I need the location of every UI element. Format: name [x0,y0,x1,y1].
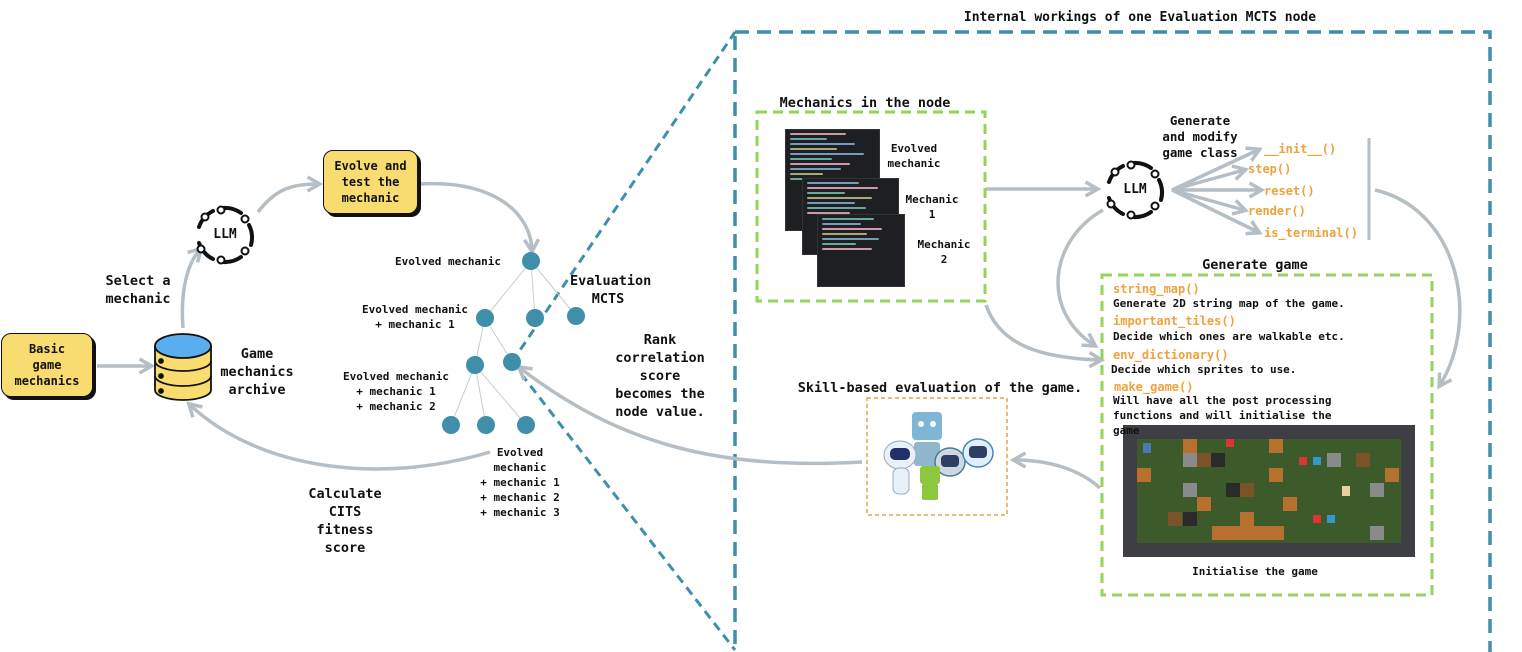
mechanic-label-evolved: Evolved mechanic [887,142,941,170]
method-step: step() [1248,162,1292,176]
skill-eval-title: Skill-based evaluation of the game. [797,380,1083,396]
tree-node [567,307,585,325]
fn-string-map: string_map() [1113,282,1200,296]
mechanic-label-1: Mechanic 1 [905,193,959,221]
flow-arrows [97,146,1462,490]
desc-make-game: Will have all the post processing functi… [1113,394,1332,437]
arrow-eval-to-node [515,364,863,466]
tree-node-root [522,252,540,270]
tree-label-root: Evolved mechanic [395,255,501,268]
generate-game-title: Generate game [1202,257,1308,273]
database-icon [154,333,212,401]
llm-label-panel: LLM [1123,182,1147,197]
tree-node [477,416,495,434]
tree-nodes [442,252,585,434]
desc-string-map: Generate 2D string map of the game. [1113,297,1345,310]
tree-label-level3: Evolved mechanic + mechanic 1 + mechanic… [480,446,560,519]
llm-icon [1106,160,1164,220]
tree-node-selected [503,353,521,371]
tree-node [466,356,484,374]
fn-make-game: make_game() [1114,380,1194,394]
tree-node [476,309,494,327]
mechanics-in-node-title: Mechanics in the node [779,95,951,111]
mechanics-box [755,110,987,303]
fitness-label: Calculate CITS fitness score [308,486,382,556]
arrow-archive-to-llm [180,246,204,329]
generate-class-label: Generate and modify game class [1162,113,1238,160]
method-init: __init__() [1264,142,1337,156]
desc-env-dictionary: Decide which sprites to use. [1111,363,1297,376]
arrow-game-to-eval [1009,451,1102,490]
llm-label: LLM [213,227,237,242]
generate-game-box [1100,273,1434,597]
fn-env-dictionary: env_dictionary() [1113,348,1229,362]
arrow-class-to-game [1374,188,1462,390]
zoom-connector-lines [510,31,737,651]
tree-node [517,416,535,434]
code-screenshot-mechanic-2 [817,214,905,287]
tree-label-level1: Evolved mechanic + mechanic 1 [362,303,468,331]
arrow-mechanics-to-game [984,304,1106,369]
select-mechanic-label: Select a mechanic [105,273,171,307]
initialise-game-label: Initialise the game [1192,565,1318,578]
skill-eval-box [866,397,1008,516]
basic-game-mechanics-box: Basic game mechanics [1,333,93,397]
mcts-node-panel [733,30,1492,652]
robots-icon [883,412,994,500]
desc-important-tiles: Decide which ones are walkable etc. [1113,330,1345,343]
arrow-llm-to-game [1056,208,1104,348]
arrow-llm-to-evolve [256,175,324,214]
llm-icon [196,205,254,265]
arrow-fitness-to-archive [186,401,491,471]
panel-title: Internal workings of one Evaluation MCTS… [963,10,1317,25]
arrow-evolve-to-tree [419,181,541,256]
mechanic-label-2: Mechanic 2 [917,238,971,266]
fn-important-tiles: important_tiles() [1113,314,1236,328]
tree-edges [450,260,577,426]
rank-correlation-label: Rank correlation score becomes the node … [615,332,705,420]
archive-label: Game mechanics archive [220,346,294,398]
method-is-terminal: is_terminal() [1264,226,1358,240]
method-render: render() [1248,204,1306,218]
game-screenshot [1123,425,1415,557]
tree-label-level2: Evolved mechanic + mechanic 1 + mechanic… [343,370,449,413]
tree-node [442,416,460,434]
tree-node [526,309,544,327]
evaluation-mcts-label: Evaluation MCTS [570,273,652,307]
evolve-and-test-box: Evolve and test the mechanic [323,150,418,214]
method-reset: reset() [1264,184,1315,198]
